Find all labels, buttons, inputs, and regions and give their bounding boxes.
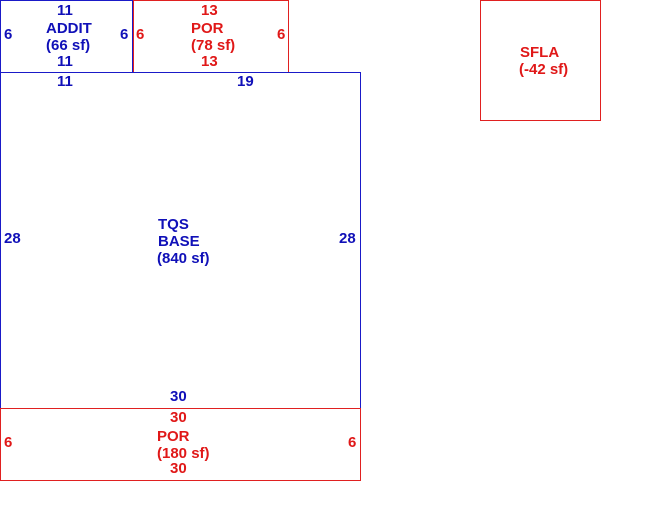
por-top-left-dimension: 6 bbox=[136, 26, 145, 43]
base-right-dimension: 28 bbox=[339, 230, 356, 247]
base-area-name-line2: BASE bbox=[158, 233, 200, 250]
base-area-value: (840 sf) bbox=[157, 250, 210, 267]
base-top-right-dimension: 19 bbox=[237, 73, 254, 90]
base-left-dimension: 28 bbox=[4, 230, 21, 247]
por-bottom-right-dimension: 6 bbox=[348, 434, 357, 451]
base-bottom-dimension: 30 bbox=[170, 388, 187, 405]
base-area-name-line1: TQS bbox=[158, 216, 189, 233]
por-bottom-area-value: (180 sf) bbox=[157, 445, 210, 462]
por-bottom-area-outline bbox=[0, 408, 361, 481]
por-bottom-left-dimension: 6 bbox=[4, 434, 13, 451]
por-bottom-top-dimension: 30 bbox=[170, 409, 187, 426]
por-top-area-value: (78 sf) bbox=[191, 37, 236, 54]
addit-left-dimension: 6 bbox=[4, 26, 13, 43]
por-bottom-bottom-dimension: 30 bbox=[170, 460, 187, 477]
base-top-left-dimension: 11 bbox=[57, 73, 73, 90]
por-top-top-dimension: 13 bbox=[201, 2, 218, 19]
por-bottom-area-name: POR bbox=[157, 428, 190, 445]
addit-bottom-dimension: 11 bbox=[57, 53, 73, 70]
por-top-area-name: POR bbox=[191, 20, 224, 37]
addit-area-value: (66 sf) bbox=[46, 37, 91, 54]
por-top-bottom-dimension: 13 bbox=[201, 53, 218, 70]
addit-right-dimension: 6 bbox=[120, 26, 129, 43]
sfla-area-outline bbox=[480, 0, 601, 121]
addit-top-dimension: 11 bbox=[57, 2, 73, 19]
sfla-area-value: (-42 sf) bbox=[519, 61, 569, 78]
addit-area-name: ADDIT bbox=[46, 20, 92, 37]
por-top-right-dimension: 6 bbox=[277, 26, 286, 43]
sfla-area-name: SFLA bbox=[520, 44, 560, 61]
